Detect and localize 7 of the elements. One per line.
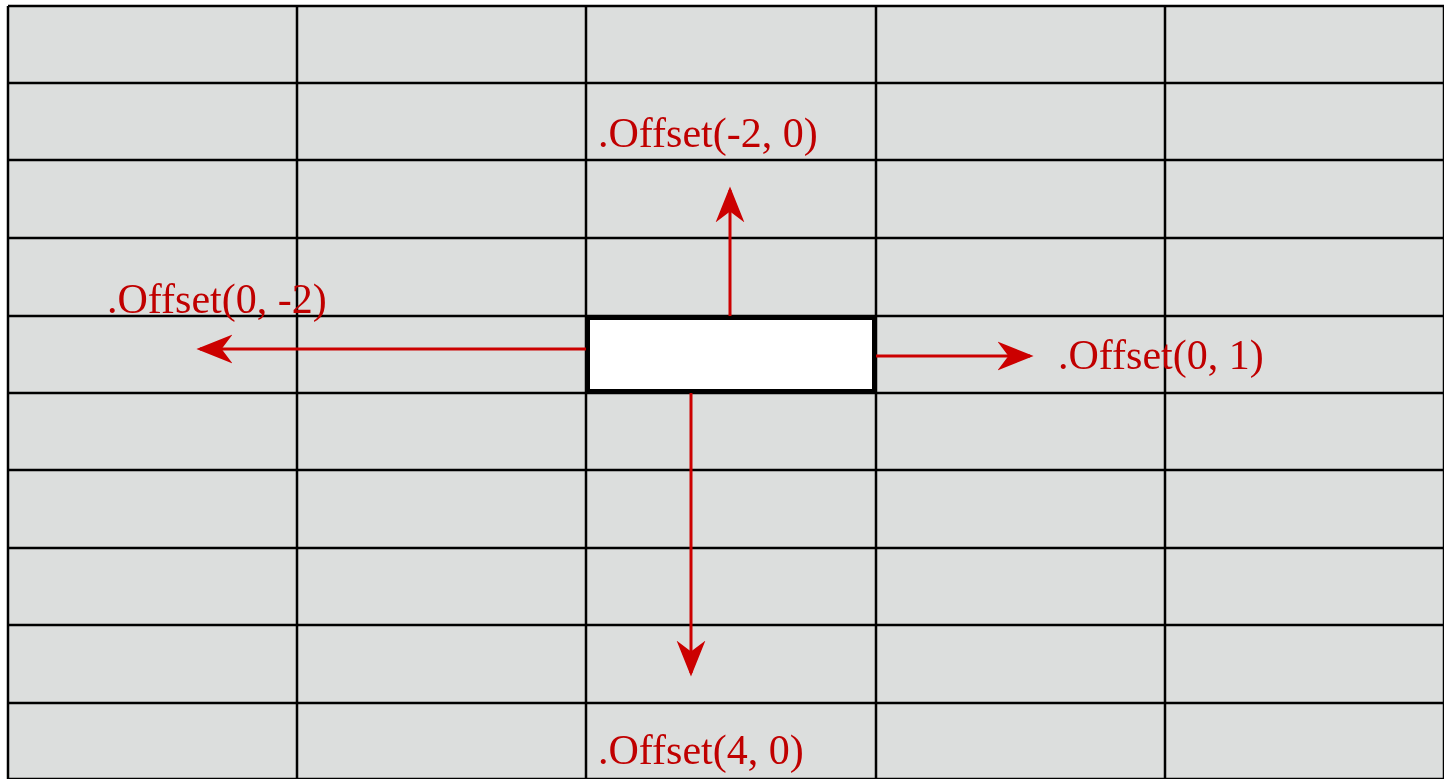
arrow (876, 341, 1034, 371)
offset-label: .Offset(4, 0) (598, 727, 804, 773)
arrow (715, 186, 745, 316)
arrow (196, 334, 586, 364)
arrow (676, 393, 706, 677)
selected-cell (586, 316, 876, 393)
offset-label: .Offset(-2, 0) (598, 110, 818, 156)
